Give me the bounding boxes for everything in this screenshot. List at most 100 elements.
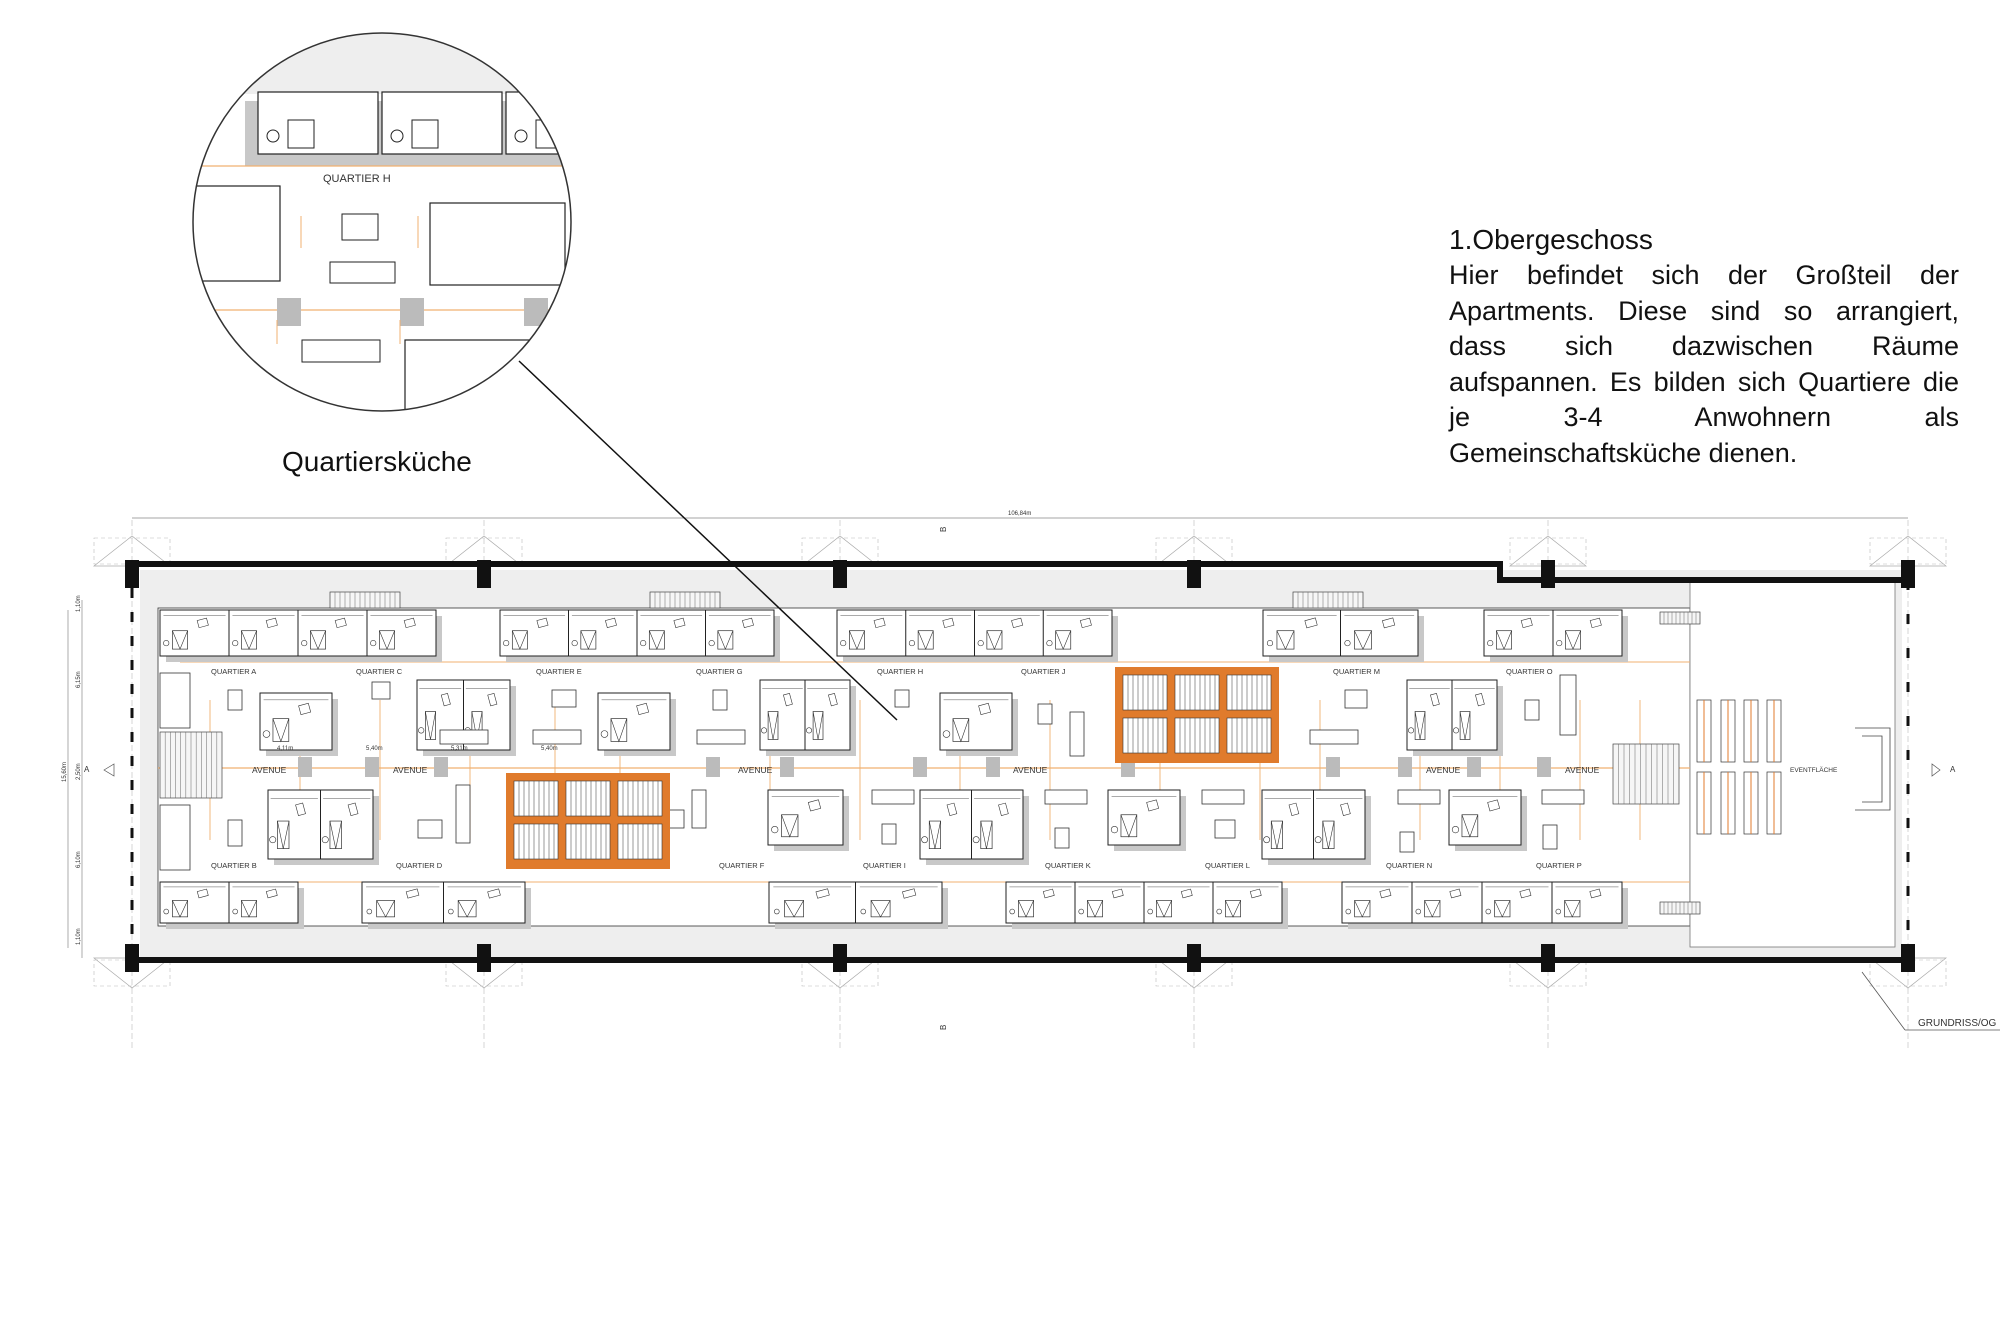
column bbox=[1541, 944, 1555, 972]
shower-mark bbox=[1461, 814, 1479, 838]
grate bbox=[298, 757, 312, 777]
apartment-module bbox=[1341, 881, 1628, 929]
lounge-platform bbox=[1115, 667, 1279, 763]
seating bbox=[513, 823, 559, 860]
floor-grate bbox=[913, 757, 927, 777]
quartier-label: QUARTIER F bbox=[719, 861, 765, 870]
detail-kitchen-island bbox=[329, 261, 396, 284]
chair bbox=[440, 692, 451, 707]
detail-quartier-label: QUARTIER H bbox=[323, 173, 391, 185]
toilet bbox=[1555, 908, 1562, 915]
quartier-label: QUARTIER L bbox=[1205, 861, 1250, 870]
floor-grate bbox=[1398, 757, 1412, 777]
dim-avenue: 2,50m bbox=[76, 763, 82, 780]
column bbox=[125, 560, 139, 588]
toilet bbox=[640, 640, 647, 647]
dim-edge-top: 1,10m bbox=[76, 595, 82, 612]
avenue-label: AVENUE bbox=[393, 765, 428, 775]
dim-module: 5,31m bbox=[451, 746, 468, 752]
floor-description: Hier befindet sich der Großteil der Apar… bbox=[1449, 260, 1959, 468]
shower-mark bbox=[457, 900, 477, 918]
chair bbox=[1288, 802, 1300, 816]
quartier-label: QUARTIER K bbox=[1045, 861, 1091, 870]
apartment-module bbox=[159, 609, 442, 662]
toilet bbox=[771, 825, 779, 834]
shower-mark bbox=[310, 630, 326, 650]
detail-toilet bbox=[266, 129, 280, 143]
toilet bbox=[232, 640, 239, 647]
dining-table bbox=[227, 689, 243, 711]
section-arrow bbox=[103, 763, 1941, 777]
chair bbox=[1519, 888, 1532, 899]
detail-shower bbox=[287, 119, 315, 149]
grate bbox=[986, 757, 1000, 777]
dining-table bbox=[1214, 819, 1236, 839]
chair bbox=[347, 802, 359, 816]
grate bbox=[913, 757, 927, 777]
apartment-module bbox=[159, 881, 304, 929]
floor-grate bbox=[780, 757, 794, 777]
toilet bbox=[269, 836, 277, 844]
detail-top-band bbox=[193, 33, 571, 94]
apartment-module bbox=[597, 692, 676, 756]
shower-mark bbox=[952, 718, 970, 743]
toilet bbox=[972, 836, 980, 844]
kitchen-counter bbox=[1044, 789, 1088, 805]
chair bbox=[487, 888, 501, 899]
toilet bbox=[942, 730, 951, 738]
apartment-module bbox=[1448, 789, 1527, 851]
floor-grate bbox=[434, 757, 448, 777]
seating bbox=[1174, 674, 1220, 711]
toilet bbox=[1216, 908, 1222, 915]
grate bbox=[1398, 757, 1412, 777]
toilet bbox=[1110, 825, 1119, 834]
dining-table bbox=[1054, 827, 1070, 849]
shower-mark bbox=[917, 630, 934, 650]
column bbox=[125, 944, 139, 972]
floor-grate bbox=[706, 757, 720, 777]
apartment-module bbox=[939, 692, 1018, 756]
grate bbox=[365, 757, 379, 777]
column bbox=[1901, 944, 1915, 972]
kitchen-counter bbox=[1309, 729, 1359, 745]
floor-grate bbox=[986, 757, 1000, 777]
module bbox=[1107, 789, 1181, 846]
chair bbox=[946, 802, 958, 816]
chair bbox=[405, 888, 420, 899]
chair bbox=[298, 702, 312, 716]
column bbox=[1541, 560, 1555, 588]
shower-mark bbox=[376, 900, 395, 918]
shower-mark bbox=[980, 820, 993, 849]
toilet bbox=[708, 640, 715, 647]
dim-module: 5,40m bbox=[541, 746, 558, 752]
toilet bbox=[1415, 908, 1422, 915]
kitchen-counter bbox=[1397, 789, 1441, 805]
section-a-right: A bbox=[1950, 765, 1956, 774]
lounge-platform bbox=[506, 773, 670, 869]
quartier-label: QUARTIER A bbox=[211, 667, 256, 676]
quartier-label: QUARTIER I bbox=[863, 861, 906, 870]
chair bbox=[783, 693, 793, 707]
detail-apartment bbox=[381, 91, 503, 155]
seating bbox=[1174, 717, 1220, 754]
chair bbox=[1180, 888, 1193, 899]
chair bbox=[196, 888, 209, 899]
apartment-module bbox=[836, 609, 1118, 662]
chair bbox=[807, 799, 822, 812]
apartment-module bbox=[767, 789, 849, 851]
floor-grate bbox=[1467, 757, 1481, 777]
seating bbox=[1122, 674, 1168, 711]
quartier-label: QUARTIER M bbox=[1333, 667, 1380, 676]
chair bbox=[1381, 617, 1396, 629]
avenue-label: AVENUE bbox=[252, 765, 287, 775]
apartment-module bbox=[361, 881, 531, 929]
kitchen-counter bbox=[691, 789, 707, 829]
chair bbox=[334, 617, 347, 629]
shower-mark bbox=[329, 820, 342, 849]
module bbox=[1448, 789, 1522, 846]
chair bbox=[1379, 888, 1392, 899]
apartment-module bbox=[768, 881, 948, 929]
grate bbox=[1326, 757, 1340, 777]
toilet bbox=[301, 640, 308, 647]
apartment-module bbox=[1483, 609, 1628, 662]
